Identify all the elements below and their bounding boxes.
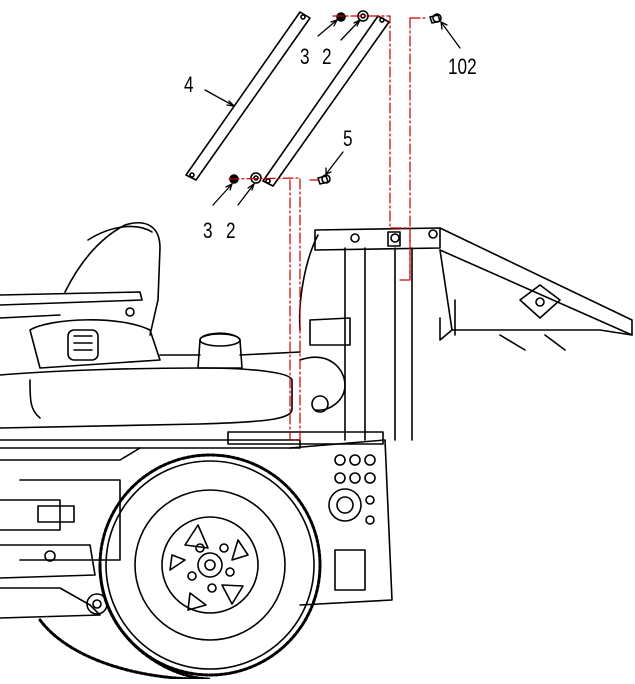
loader-frame: [298, 227, 633, 441]
callout-102: 102: [448, 54, 477, 79]
front-frame: [227, 317, 393, 606]
mower-body: [0, 332, 301, 619]
callout-2-bottom: 2: [226, 218, 236, 243]
callout-3-top: 3: [300, 44, 310, 69]
rear-wheel: [38, 453, 322, 681]
callout-2-top: 2: [322, 44, 332, 69]
assembly-path-lines: [228, 15, 429, 441]
callout-4: 4: [184, 72, 194, 97]
hardware-parts: [229, 10, 442, 185]
callout-3-bottom: 3: [203, 218, 213, 243]
strut-parts: [185, 11, 390, 187]
leader-lines: [204, 19, 461, 206]
seat: [0, 222, 161, 369]
callout-5: 5: [343, 126, 353, 151]
